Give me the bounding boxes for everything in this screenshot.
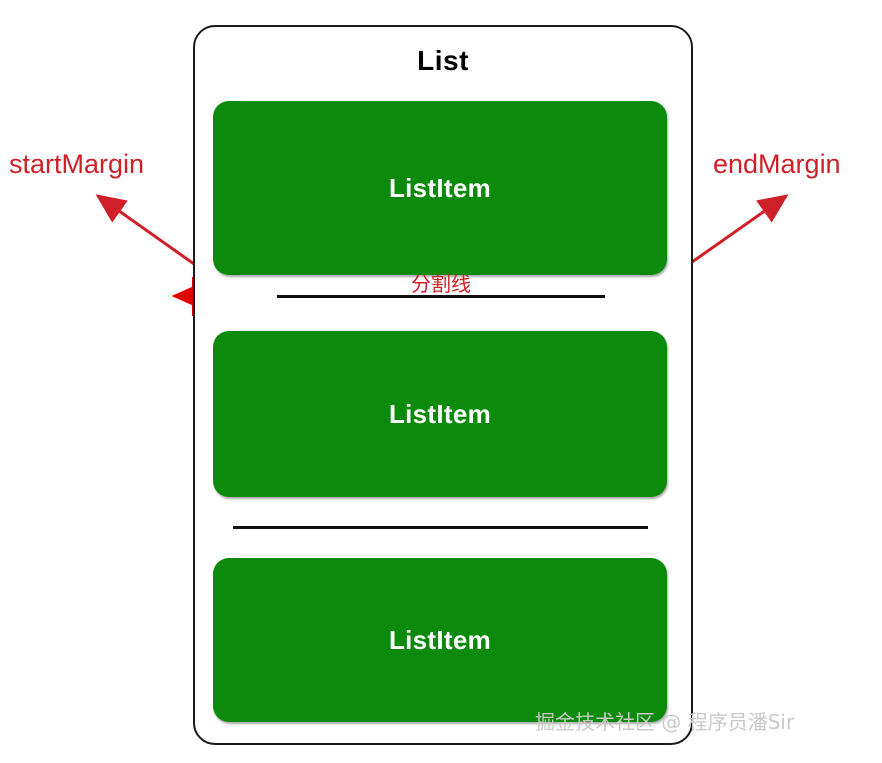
list-item[interactable]: ListItem	[213, 558, 667, 722]
annotation-label-start-margin: startMargin	[9, 149, 145, 179]
divider-line	[277, 295, 605, 298]
annotation-label-divider: 分割线	[411, 272, 471, 296]
list-item-label: ListItem	[388, 172, 492, 203]
divider-line	[233, 526, 648, 529]
list-item[interactable]: ListItem	[213, 331, 667, 497]
list-item-label: ListItem	[388, 624, 492, 655]
list-item-label: ListItem	[388, 398, 492, 429]
list-item[interactable]: ListItem	[213, 101, 667, 275]
page-title: List	[417, 45, 469, 76]
annotation-label-end-margin: endMargin	[713, 149, 841, 179]
